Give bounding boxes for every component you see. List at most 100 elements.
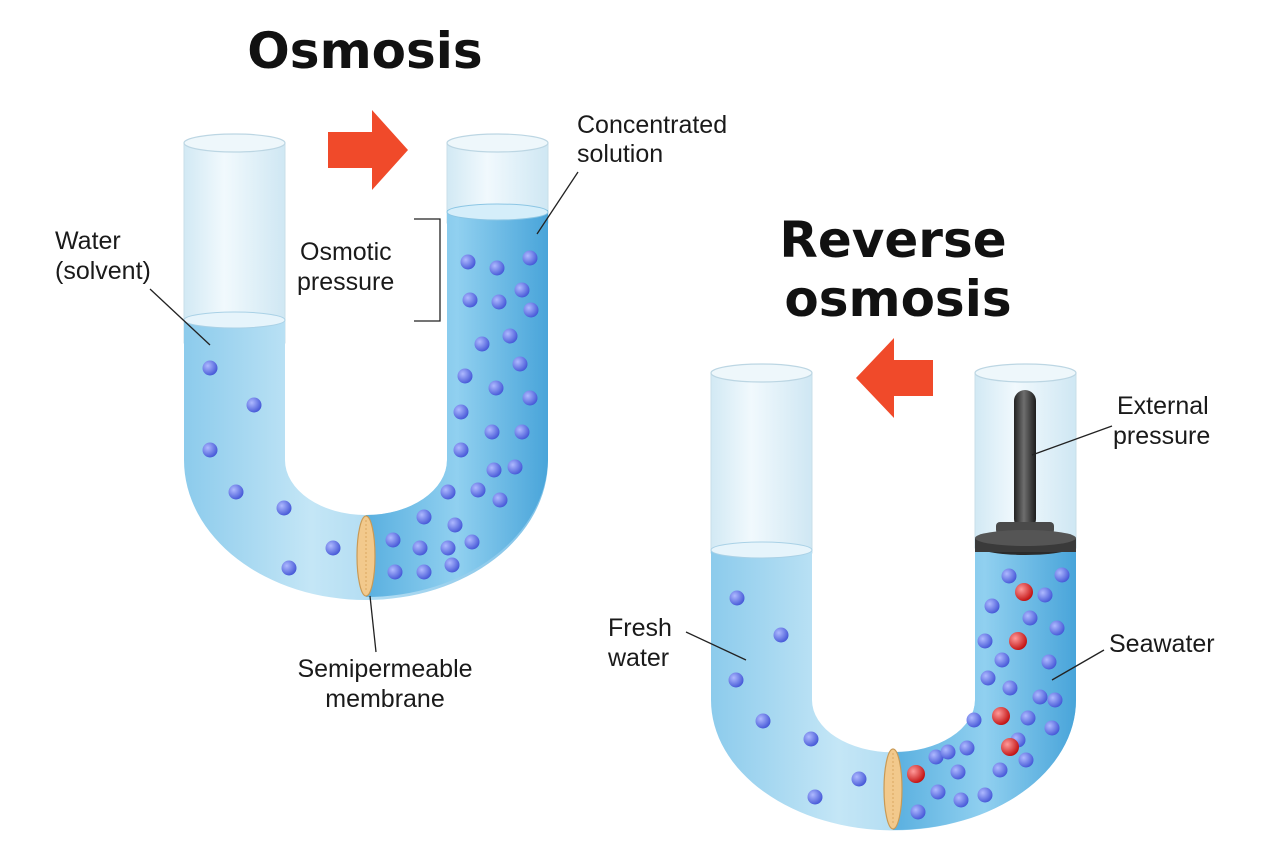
leader-external	[1031, 425, 1113, 456]
water-molecule	[416, 509, 432, 525]
water-molecule	[1054, 567, 1070, 583]
water-molecule	[773, 627, 789, 643]
water-molecule	[486, 462, 502, 478]
piston-icon	[975, 390, 1076, 555]
leader-membrane	[369, 595, 377, 653]
water-molecule	[470, 482, 486, 498]
water-molecule	[385, 532, 401, 548]
water-molecule	[484, 424, 500, 440]
water-molecule	[246, 397, 262, 413]
water-molecule	[994, 652, 1010, 668]
label-water-solvent-line2: (solvent)	[55, 257, 151, 285]
osmosis-title: Osmosis	[247, 22, 482, 80]
arrow-right-icon	[328, 110, 408, 190]
leader-seawater	[1051, 649, 1105, 681]
water-molecule	[514, 282, 530, 298]
water-molecule	[512, 356, 528, 372]
water-molecule	[412, 540, 428, 556]
leader-water	[149, 288, 211, 346]
water-molecule	[755, 713, 771, 729]
water-molecule	[729, 590, 745, 606]
water-molecule	[807, 789, 823, 805]
water-molecule	[462, 292, 478, 308]
water-molecule	[444, 557, 460, 573]
water-molecule	[977, 633, 993, 649]
leader-fresh	[685, 631, 747, 661]
water-molecule	[1049, 620, 1065, 636]
osmosis-molecules	[202, 250, 539, 580]
water-molecule	[1047, 692, 1063, 708]
water-molecule	[276, 500, 292, 516]
water-molecule	[464, 534, 480, 550]
water-molecule	[803, 731, 819, 747]
label-concentrated-solution-line2: solution	[577, 140, 663, 168]
water-molecule	[281, 560, 297, 576]
water-molecule	[1044, 720, 1060, 736]
water-molecule	[522, 390, 538, 406]
reverse-osmosis-title-line2: osmosis	[784, 270, 1011, 328]
label-external-pressure-line2: pressure	[1113, 422, 1210, 450]
water-molecule	[491, 294, 507, 310]
water-molecule	[460, 254, 476, 270]
water-molecule	[1020, 710, 1036, 726]
water-molecule	[930, 784, 946, 800]
salt-molecule	[907, 765, 925, 783]
water-molecule	[1032, 689, 1048, 705]
left-tube-glass	[183, 142, 286, 344]
water-molecule	[728, 672, 744, 688]
label-semipermeable-membrane-line2: membrane	[325, 685, 445, 713]
label-water-solvent: Water	[55, 227, 121, 255]
water-molecule	[959, 740, 975, 756]
reverse-osmosis-molecules	[728, 567, 1070, 820]
water-molecule	[325, 540, 341, 556]
water-molecule	[1018, 752, 1034, 768]
water-molecule	[502, 328, 518, 344]
water-molecule	[984, 598, 1000, 614]
water-molecule	[966, 712, 982, 728]
water-molecule	[492, 492, 508, 508]
label-concentrated-solution: Concentrated	[577, 111, 727, 139]
salt-molecule	[1015, 583, 1033, 601]
arrow-left-icon	[856, 338, 933, 418]
water-molecule	[523, 302, 539, 318]
salt-molecule	[1001, 738, 1019, 756]
salt-molecule	[1009, 632, 1027, 650]
water-molecule	[977, 787, 993, 803]
water-molecule	[453, 404, 469, 420]
water-molecule	[440, 484, 456, 500]
water-molecule	[474, 336, 490, 352]
label-fresh-water-line2: water	[607, 644, 669, 672]
leader-concentrated	[536, 171, 579, 235]
water-molecule	[928, 749, 944, 765]
water-molecule	[1022, 610, 1038, 626]
water-molecule	[910, 804, 926, 820]
label-fresh-water: Fresh	[608, 614, 672, 642]
water-molecule	[851, 771, 867, 787]
label-osmotic-pressure: Osmotic	[300, 238, 392, 266]
water-molecule	[453, 442, 469, 458]
water-molecule	[522, 250, 538, 266]
water-molecule	[489, 260, 505, 276]
water-molecule	[507, 459, 523, 475]
water-molecule	[953, 792, 969, 808]
label-external-pressure: External	[1117, 392, 1209, 420]
water-molecule	[1002, 680, 1018, 696]
water-molecule	[440, 540, 456, 556]
water-molecule	[202, 442, 218, 458]
water-molecule	[940, 744, 956, 760]
label-osmotic-pressure-line2: pressure	[297, 268, 394, 296]
label-semipermeable-membrane: Semipermeable	[297, 655, 472, 683]
water-molecule	[1001, 568, 1017, 584]
water-molecule	[457, 368, 473, 384]
water-molecule	[950, 764, 966, 780]
water-molecule	[416, 564, 432, 580]
salt-molecule	[992, 707, 1010, 725]
reverse-osmosis-title: Reverse	[779, 211, 1006, 269]
water-molecule	[1041, 654, 1057, 670]
water-molecule	[980, 670, 996, 686]
water-molecule	[992, 762, 1008, 778]
water-molecule	[228, 484, 244, 500]
water-molecule	[514, 424, 530, 440]
water-molecule	[1037, 587, 1053, 603]
water-molecule	[488, 380, 504, 396]
